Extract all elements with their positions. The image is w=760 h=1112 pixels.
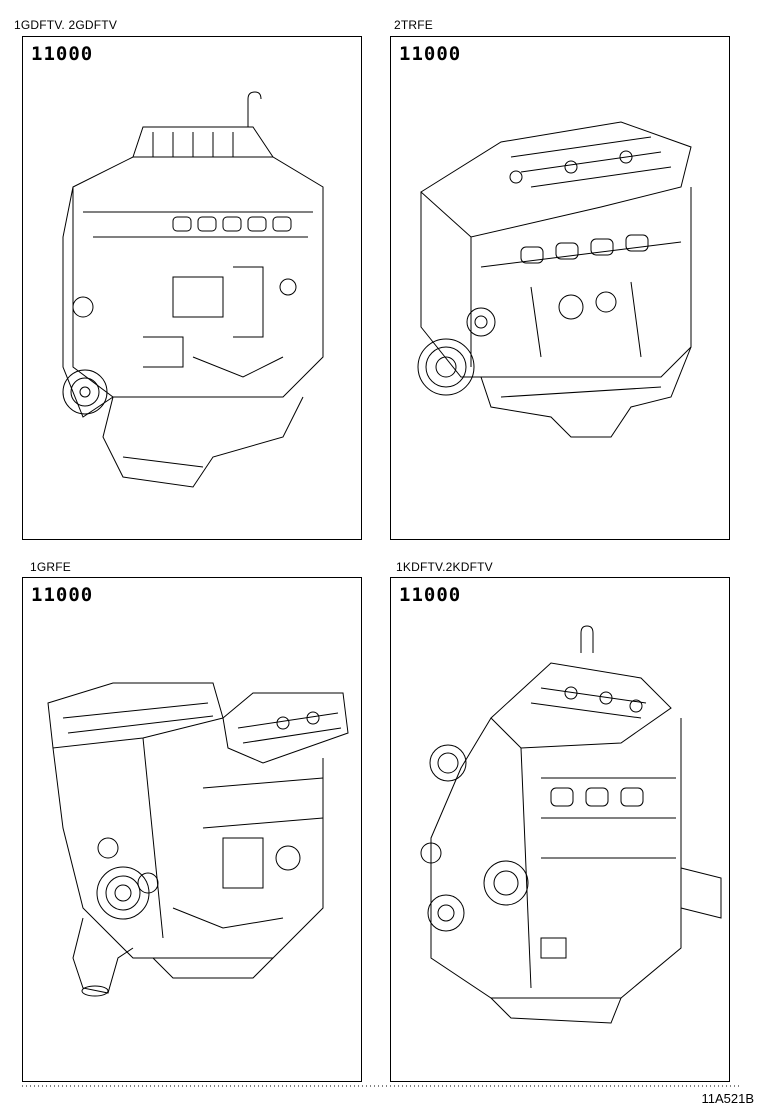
engine-label-1gd: 1GDFTV. 2GDFTV (14, 18, 118, 32)
panel-1kd-engine: 11000 (390, 577, 730, 1082)
panel-1gr-engine: 11000 (22, 577, 362, 1082)
engine-illustration-1gd (23, 37, 361, 539)
panel-2tr-engine: 11000 (390, 36, 730, 540)
panel-1gd-engine: 11000 (22, 36, 362, 540)
part-number[interactable]: 11000 (31, 43, 94, 65)
engine-illustration-1kd (391, 578, 729, 1081)
part-number[interactable]: 11000 (399, 43, 462, 65)
part-number[interactable]: 11000 (31, 584, 94, 606)
part-number[interactable]: 11000 (399, 584, 462, 606)
engine-label-1gr: 1GRFE (30, 560, 72, 574)
engine-label-2tr: 2TRFE (394, 18, 434, 32)
illustration-reference: 11A521B (701, 1091, 754, 1106)
engine-illustration-1gr (23, 578, 361, 1081)
engine-illustration-2tr (391, 37, 729, 539)
engine-label-1kd: 1KDFTV.2KDFTV (396, 560, 493, 574)
